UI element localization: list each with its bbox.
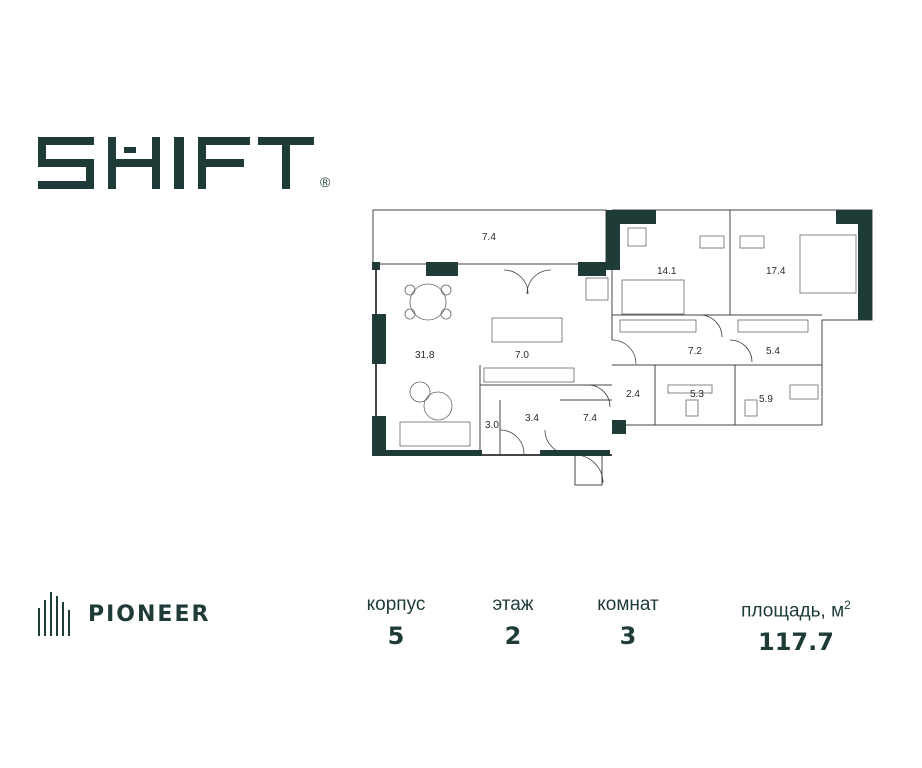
- room-label-wc-small: 2.4: [626, 389, 640, 400]
- pioneer-bars-icon: [38, 592, 70, 636]
- registered-mark: ®: [320, 174, 331, 190]
- room-label-kitchen: 7.0: [515, 350, 529, 361]
- room-label-hall-1: 7.2: [688, 346, 702, 357]
- floor-value: 2: [504, 622, 522, 650]
- area-label-text: площадь, м: [741, 600, 845, 622]
- room-label-storage-1: 3.0: [485, 420, 499, 431]
- room-label-entrance: 7.4: [583, 413, 597, 424]
- rooms-label: комнат: [597, 594, 659, 615]
- area-value: 117.7: [758, 628, 834, 657]
- floor-info: этаж 2: [468, 594, 558, 650]
- room-label-balcony: 7.4: [482, 232, 496, 243]
- room-label-bath-2: 5.9: [759, 394, 773, 405]
- building-label: корпус: [366, 594, 426, 615]
- area-info: площадь, м2 117.7: [726, 594, 866, 656]
- room-label-living: 31.8: [415, 350, 435, 361]
- floor-label: этаж: [492, 594, 534, 615]
- room-label-bath-1: 5.3: [690, 389, 704, 400]
- building-info: корпус 5: [346, 594, 446, 650]
- room-label-storage-2: 3.4: [525, 413, 539, 424]
- room-label-bedroom-2: 17.4: [766, 266, 786, 277]
- area-unit-sup: 2: [844, 598, 851, 612]
- building-value: 5: [387, 622, 405, 650]
- room-label-bedroom-1: 14.1: [657, 266, 677, 277]
- rooms-value: 3: [619, 622, 637, 650]
- rooms-info: комнат 3: [576, 594, 680, 650]
- area-label: площадь, м2: [726, 594, 866, 622]
- pioneer-logo: PIONEER: [38, 592, 210, 636]
- shift-logo: [38, 137, 338, 196]
- room-label-hall-2: 5.4: [766, 346, 780, 357]
- developer-name: PIONEER: [88, 601, 211, 627]
